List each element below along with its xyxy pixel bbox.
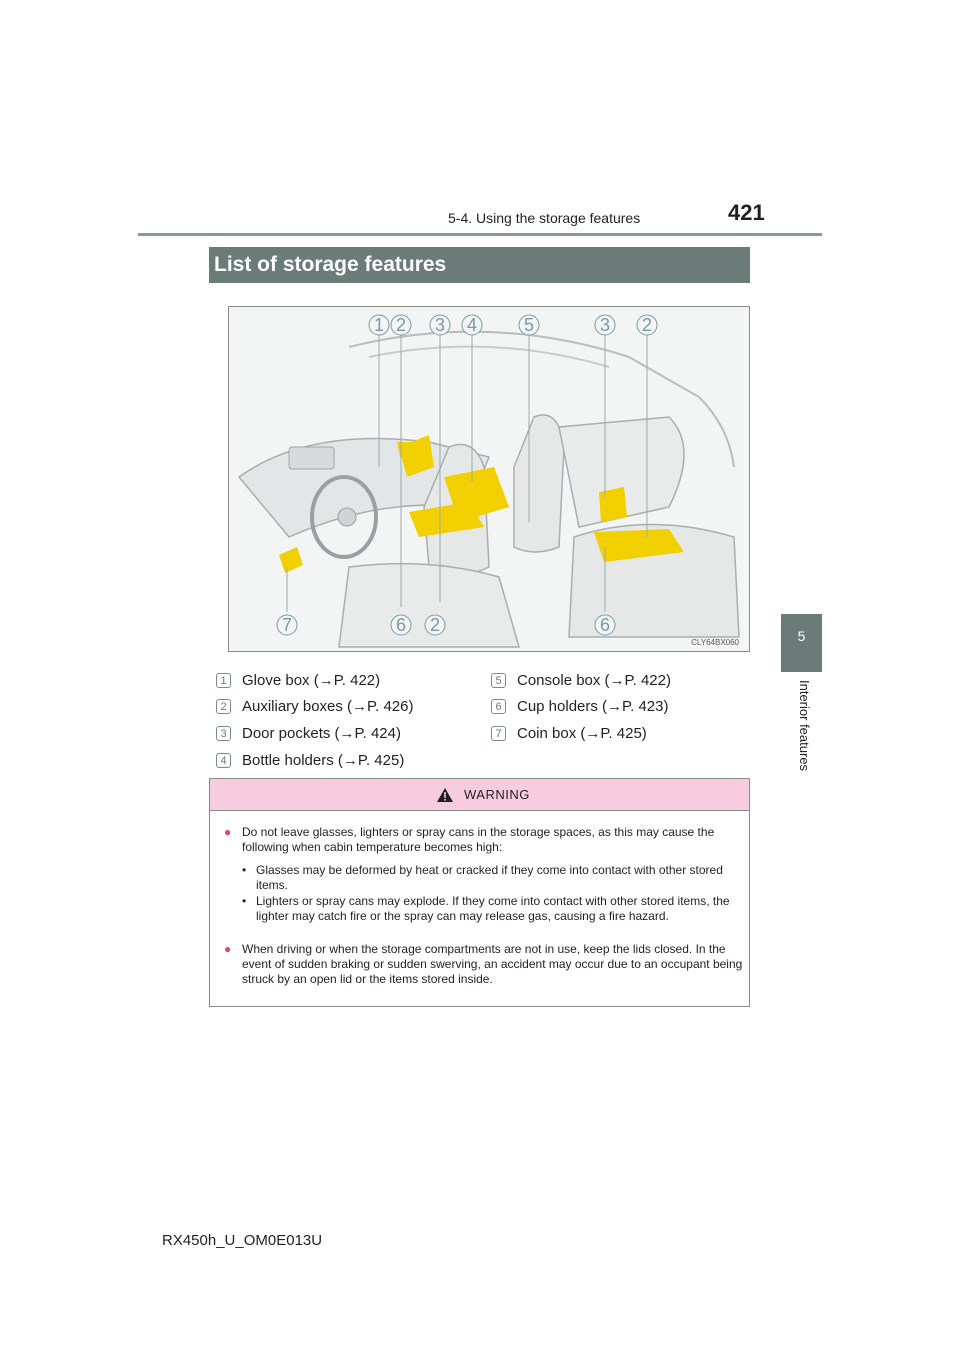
item-text: Glove box (→P. 422) <box>242 672 381 689</box>
manual-code: RX450h_U_OM0E013U <box>162 1232 323 1249</box>
image-code: CLY64BX060 <box>691 638 739 647</box>
header-divider <box>138 233 822 236</box>
warning-triangle-icon <box>437 788 453 802</box>
callout-5: 5 <box>524 315 534 335</box>
chapter-label: Interior features <box>797 680 812 772</box>
callout-4: 4 <box>467 315 477 335</box>
page-number: 421 <box>728 200 765 225</box>
item-text: Auxiliary boxes (→P. 426) <box>242 698 414 715</box>
callout-6: 6 <box>396 615 406 635</box>
callout-2c: 2 <box>430 615 440 635</box>
item-number: 6 <box>491 699 506 714</box>
warning-box: WARNING ● Do not leave glasses, lighters… <box>209 778 750 1007</box>
callout-6b: 6 <box>600 615 610 635</box>
warning-label: WARNING <box>464 787 530 802</box>
item-number: 1 <box>216 673 231 688</box>
highlight-cup-holder-front <box>409 502 484 537</box>
item-number: 4 <box>216 753 231 768</box>
item-number: 7 <box>491 726 506 741</box>
item-text: Door pockets (→P. 424) <box>242 725 401 742</box>
chapter-tab: 5 <box>781 614 822 672</box>
warning-paragraph-1: ● Do not leave glasses, lighters or spra… <box>224 825 744 857</box>
callout-7: 7 <box>282 615 292 635</box>
item-text: Coin box (→P. 425) <box>517 725 647 742</box>
callout-3: 3 <box>435 315 445 335</box>
highlight-door-pocket-rear <box>599 487 627 522</box>
car-interior-drawing: 1 2 3 4 5 3 2 7 6 2 6 CLY64BX060 <box>229 307 749 651</box>
highlight-coin-box <box>279 547 303 573</box>
warning-subtext-2: Lighters or spray cans may explode. If t… <box>256 894 730 923</box>
warning-text-2: When driving or when the storage compart… <box>242 942 743 986</box>
sub-bullet-icon: • <box>242 894 247 908</box>
item-text: Bottle holders (→P. 425) <box>242 752 405 769</box>
interior-illustration: 1 2 3 4 5 3 2 7 6 2 6 CLY64BX060 <box>228 306 750 652</box>
section-title: List of storage features <box>209 247 750 283</box>
highlight-door-pocket-front <box>399 435 434 477</box>
header-section-title: 5-4. Using the storage features <box>448 210 641 226</box>
item-text: Console box (→P. 422) <box>517 672 671 689</box>
warning-subtext-1: Glasses may be deformed by heat or crack… <box>256 863 723 892</box>
highlight-rear-armrest <box>594 529 684 562</box>
item-number: 5 <box>491 673 506 688</box>
callout-2b: 2 <box>642 315 652 335</box>
warning-text-1: Do not leave glasses, lighters or spray … <box>242 825 715 854</box>
callout-3b: 3 <box>600 315 610 335</box>
item-number: 2 <box>216 699 231 714</box>
warning-header: WARNING <box>210 779 749 811</box>
callout-2: 2 <box>396 315 406 335</box>
bullet-icon: ● <box>224 942 232 956</box>
bullet-icon: ● <box>224 825 232 839</box>
item-text: Cup holders (→P. 423) <box>517 698 669 715</box>
callout-1: 1 <box>374 315 384 335</box>
item-number: 3 <box>216 726 231 741</box>
chapter-number: 5 <box>797 628 806 644</box>
sub-bullet-icon: • <box>242 863 247 877</box>
